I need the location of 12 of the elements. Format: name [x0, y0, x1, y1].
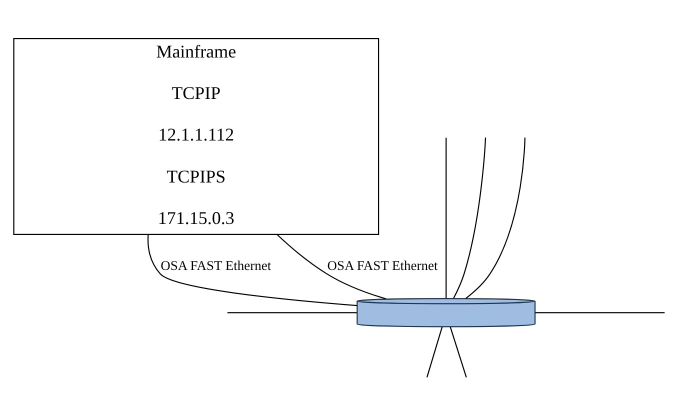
connector [146, 234, 357, 306]
connector [226, 312, 356, 314]
connector [452, 138, 486, 299]
connector [426, 326, 442, 378]
connector [445, 138, 446, 298]
connector [534, 312, 664, 314]
connector [449, 326, 466, 378]
edge-label: OSA FAST Ethernet [160, 258, 271, 273]
connector [464, 138, 525, 299]
connector [276, 234, 386, 300]
edge-label: OSA FAST Ethernet [326, 258, 438, 273]
node-box: Mainframe TCPIP 12.1.1.112 TCPIPS 171.15.0.3 [12, 38, 379, 235]
